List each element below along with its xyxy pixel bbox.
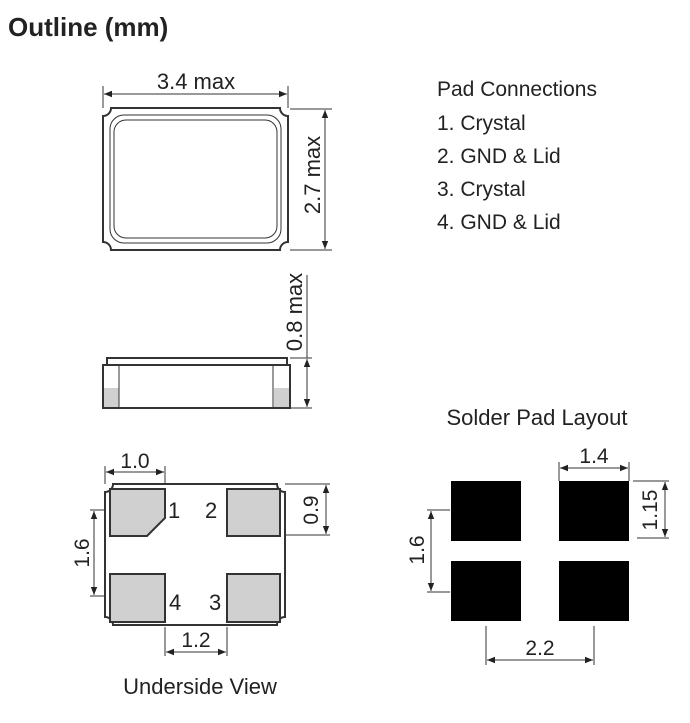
solder-pad (559, 561, 629, 621)
solder-pad (451, 481, 521, 541)
pad-connections-heading: Pad Connections (437, 78, 597, 101)
thickness-label: 0.8 max (282, 273, 307, 351)
page-title: Outline (mm) (8, 12, 168, 42)
height-label: 2.7 max (300, 136, 325, 214)
dim-label: 1.2 (181, 629, 210, 652)
solder-pad (559, 481, 629, 541)
pad-3 (226, 573, 281, 623)
pad-number: 3 (209, 590, 221, 615)
pad-2 (226, 488, 281, 537)
dim-label: 1.6 (71, 538, 94, 567)
dim-label: 1.6 (406, 535, 429, 564)
pad-connections: Pad Connections 1. Crystal 2. GND & Lid … (437, 78, 597, 234)
solder-pad (451, 561, 521, 621)
dim-label: 1.0 (120, 450, 149, 473)
width-label: 3.4 max (157, 69, 235, 94)
pad-number: 4 (169, 590, 181, 615)
dim-label: 0.9 (300, 495, 323, 524)
solder-pad-layout: Solder Pad Layout 1.4 1.15 1.6 2.2 (406, 405, 669, 665)
side-view: 0.8 max (102, 273, 312, 409)
pad-connection-item: 4. GND & Lid (437, 211, 561, 234)
pad-4 (109, 573, 166, 623)
dim-label: 1.15 (639, 490, 662, 531)
underside-view: 1 2 3 4 1.0 1.6 0.9 1.2 Underside View (71, 450, 330, 699)
underside-view-caption: Underside View (123, 674, 277, 699)
pad-number: 1 (168, 498, 180, 523)
dim-label: 2.2 (525, 637, 554, 660)
pad-connection-item: 2. GND & Lid (437, 145, 561, 168)
pad-connection-item: 3. Crystal (437, 178, 526, 201)
top-view: 3.4 max 2.7 max (102, 69, 332, 251)
pad-connection-item: 1. Crystal (437, 112, 526, 135)
pad-number: 2 (205, 498, 217, 523)
dim-label: 1.4 (579, 445, 609, 468)
pad-1 (109, 488, 166, 537)
solder-pad-layout-title: Solder Pad Layout (446, 405, 627, 430)
